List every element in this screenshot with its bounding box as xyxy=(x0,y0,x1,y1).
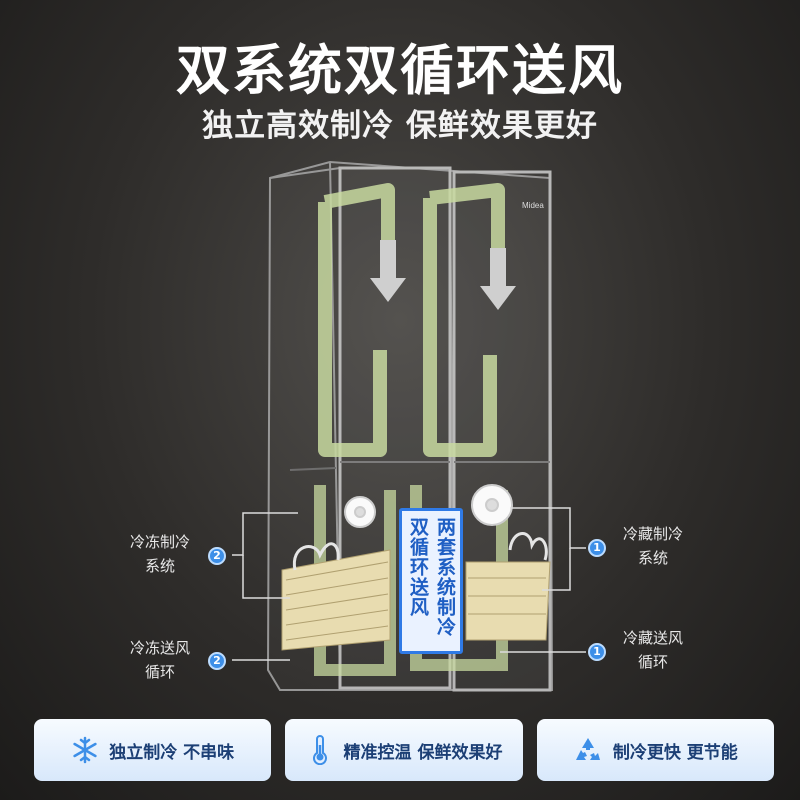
feature-label: 精准控温 保鲜效果好 xyxy=(343,742,503,763)
down-arrow-icon xyxy=(370,240,516,310)
page-title: 双系统双循环送风 xyxy=(176,39,624,102)
tag-line-1: 两套系统制冷 xyxy=(434,517,456,637)
badge-fridge-system: 1 xyxy=(588,539,606,557)
feature-label: 制冷更快 更节能 xyxy=(612,742,738,763)
freezer-evaporator xyxy=(281,549,391,651)
badge-fridge-air: 1 xyxy=(588,643,606,661)
recycle-icon xyxy=(575,738,600,760)
callout-freezer-system: 冷冻制冷 系统 xyxy=(129,533,190,575)
callout-freezer-air: 冷冻送风 循环 xyxy=(129,639,190,681)
feature-item: 精准控温 保鲜效果好 xyxy=(285,719,523,781)
feature-item: 制冷更快 更节能 xyxy=(536,719,774,781)
thermometer-icon xyxy=(312,735,327,765)
fridge-illustration: Midea xyxy=(240,150,580,710)
snowflake-icon xyxy=(73,736,97,764)
brand-logo: Midea xyxy=(522,201,544,210)
dual-system-tag: 两套系统制冷 双循环送风 xyxy=(399,508,463,654)
badge-freezer-system: 2 xyxy=(208,547,226,565)
fan-icon xyxy=(344,484,513,528)
callout-fridge-system: 冷藏制冷 系统 xyxy=(622,525,683,567)
badge-freezer-air: 2 xyxy=(208,652,226,670)
fridge-evaporator xyxy=(465,561,551,641)
callout-fridge-air: 冷藏送风 循环 xyxy=(622,629,683,671)
feature-label: 独立制冷 不串味 xyxy=(109,742,235,763)
tag-line-2: 双循环送风 xyxy=(407,517,429,617)
feature-bar: 独立制冷 不串味 精准控温 保鲜效果好 制冷更快 更节能 xyxy=(34,719,774,781)
feature-item: 独立制冷 不串味 xyxy=(34,719,272,781)
page-subtitle: 独立高效制冷 保鲜效果更好 xyxy=(202,108,598,144)
